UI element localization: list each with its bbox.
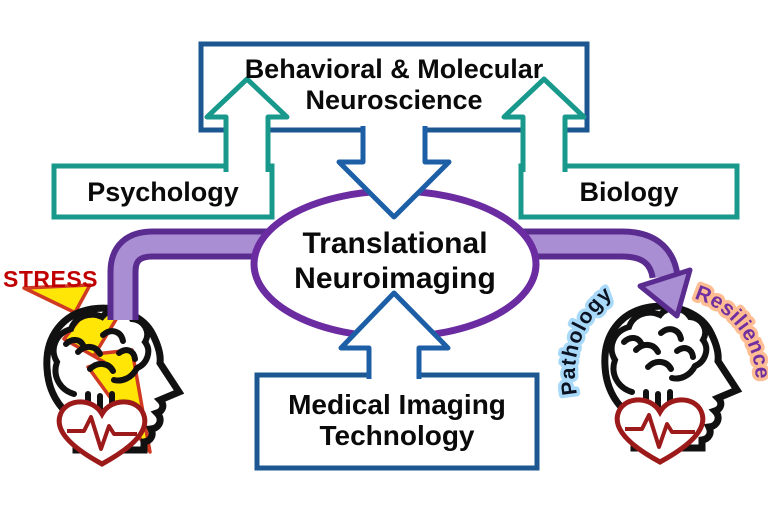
heart-ekg-icon	[59, 402, 145, 464]
stressed-head-icon	[22, 283, 179, 464]
imaging-label-line2: Technology	[319, 420, 474, 451]
biology-to-neuroscience-arrow	[501, 76, 587, 172]
stress-label: STRESS	[3, 266, 98, 292]
psychology-to-neuroscience-arrow	[204, 76, 290, 172]
imaging-to-center-arrow	[338, 290, 451, 379]
outcome-head-icon	[605, 306, 737, 462]
imaging-label-line1: Medical Imaging	[288, 389, 506, 420]
center-label-line1: Translational	[302, 227, 487, 260]
biology-box	[518, 163, 740, 220]
neuroscience-label-line1: Behavioral & Molecular	[245, 54, 544, 84]
biology-label: Biology	[580, 177, 679, 207]
medical-imaging-box	[254, 372, 540, 471]
psychology-label: Psychology	[87, 177, 239, 207]
purple-arrow-head	[637, 267, 693, 319]
psychology-box	[51, 163, 275, 220]
neuroscience-to-center-arrow	[336, 126, 452, 220]
heart-ekg-icon	[617, 400, 703, 462]
center-label-line2: Neuroimaging	[294, 262, 496, 295]
neuroscience-label-line2: Neuroscience	[305, 85, 482, 115]
